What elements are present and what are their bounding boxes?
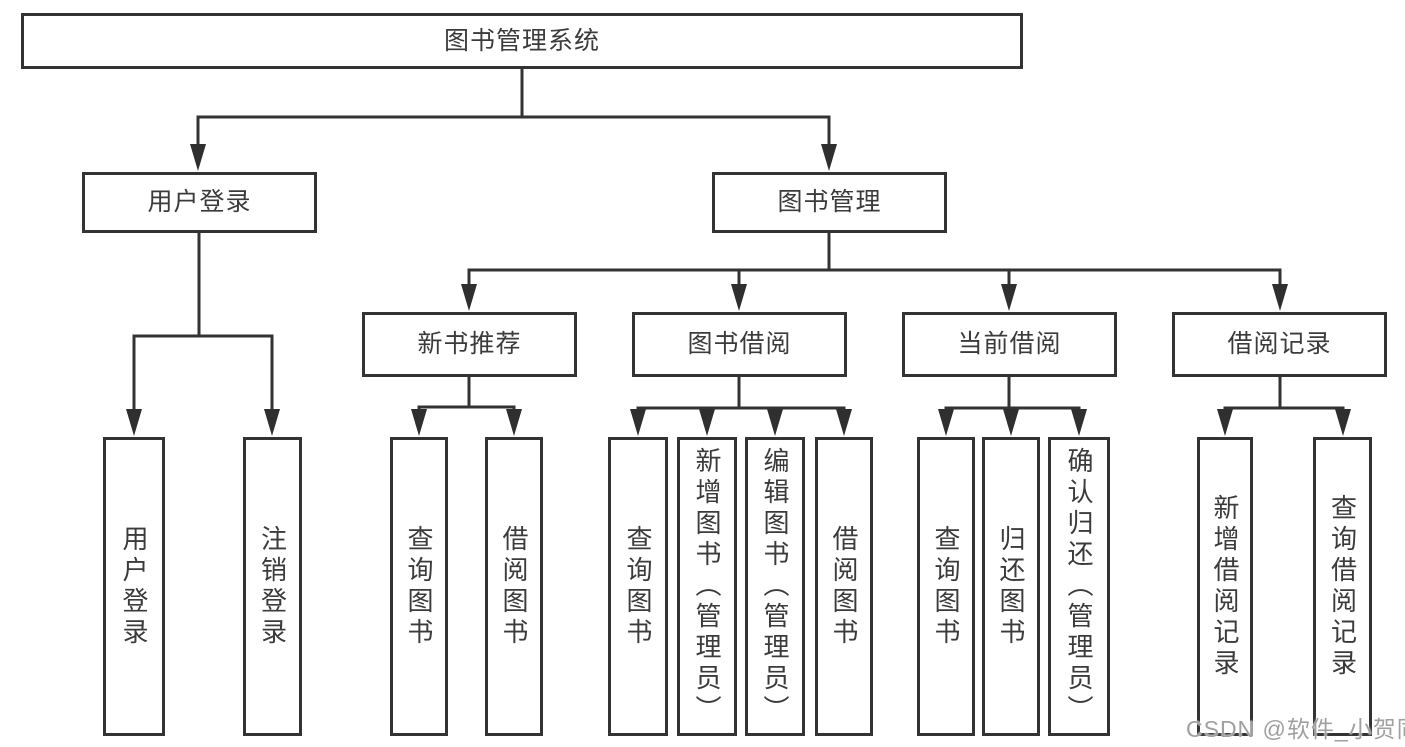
node-current-borrow: 当前借阅 (902, 312, 1117, 377)
node-book-management: 图书管理 (712, 172, 947, 233)
leaf-borrow-borrow-book: 借阅图书 (815, 437, 873, 736)
leaf-current-query-book: 查询图书 (917, 437, 975, 736)
leaf-current-return-book: 归还图书 (982, 437, 1040, 736)
leaf-borrow-edit-book-admin: 编辑图书（管理员） (745, 437, 805, 736)
node-new-book-recommend: 新书推荐 (362, 312, 577, 377)
leaf-borrow-query-book: 查询图书 (608, 437, 668, 736)
leaf-record-add-borrow-record: 新增借阅记录 (1197, 437, 1253, 736)
node-book-borrow: 图书借阅 (632, 312, 847, 377)
leaf-user-login: 用户登录 (103, 437, 165, 736)
node-user-login: 用户登录 (82, 172, 317, 233)
node-borrow-record: 借阅记录 (1172, 312, 1387, 377)
leaf-logout: 注销登录 (243, 437, 302, 736)
leaf-newbook-query-book: 查询图书 (390, 437, 448, 736)
leaf-current-confirm-return-admin: 确认归还（管理员） (1048, 437, 1110, 736)
leaf-record-query-borrow-record: 查询借阅记录 (1313, 437, 1372, 736)
leaf-borrow-add-book-admin: 新增图书（管理员） (677, 437, 737, 736)
csdn-watermark: CSDN @软件_小贺同学 (1186, 716, 1405, 742)
leaf-newbook-borrow-book: 借阅图书 (485, 437, 543, 736)
node-root: 图书管理系统 (21, 13, 1023, 69)
